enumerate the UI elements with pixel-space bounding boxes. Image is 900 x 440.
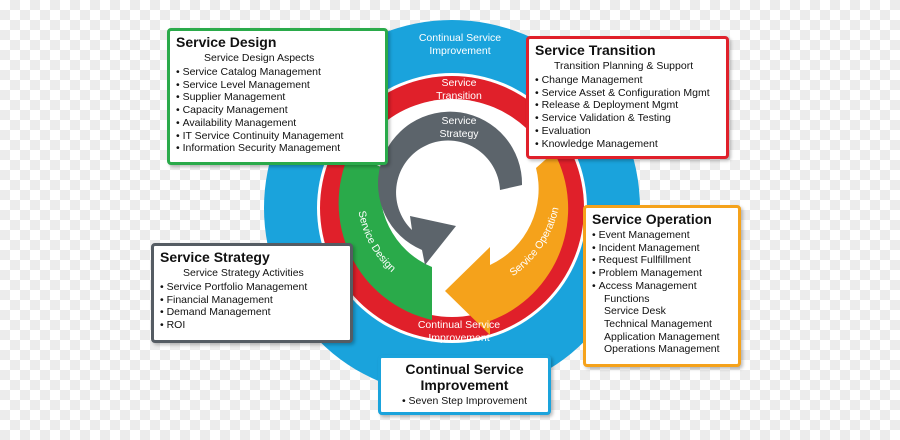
service-operation-arrow — [445, 152, 569, 335]
service-transition-subtitle: Transition Planning & Support — [554, 60, 694, 72]
service-transition-box: Service Transition Transition Planning &… — [526, 36, 729, 159]
list-item: Service Validation & Testing — [535, 112, 720, 125]
service-operation-list: Event Management Incident Management Req… — [592, 229, 732, 356]
service-design-subtitle: Service Design Aspects — [204, 52, 315, 64]
service-strategy-box: Service Strategy Service Strategy Activi… — [151, 243, 353, 343]
list-item: Financial Management — [160, 294, 344, 307]
csi-bottom-label-line1: Continual Service — [418, 319, 500, 331]
list-item: Service Asset & Configuration Mgmt — [535, 87, 720, 100]
list-item: Service Portfolio Management — [160, 281, 344, 294]
csi-title: Continual Service Improvement — [405, 361, 524, 393]
service-transition-list: Change Management Service Asset & Config… — [535, 74, 720, 150]
service-strategy-list: Service Portfolio Management Financial M… — [160, 281, 344, 332]
list-sub-item: Application Management — [604, 330, 720, 343]
list-sub-item: Technical Management — [604, 317, 712, 330]
service-strategy-arrow — [378, 111, 523, 265]
service-design-box: Service Design Service Design Aspects Se… — [167, 28, 388, 165]
list-item: Incident Management — [592, 242, 732, 255]
list-sub-item: Operations Management — [604, 343, 720, 356]
list-item: Access Management — [592, 280, 732, 293]
list-item: Supplier Management — [176, 91, 379, 104]
service-strategy-subtitle: Service Strategy Activities — [183, 267, 304, 279]
csi-list: Seven Step Improvement — [387, 395, 542, 408]
csi-box: Continual Service Improvement Seven Step… — [378, 355, 551, 415]
csi-bottom-label-line2: Improvement — [428, 332, 489, 344]
list-item: Seven Step Improvement — [387, 395, 542, 408]
service-operation-title: Service Operation — [592, 211, 712, 227]
service-strategy-title: Service Strategy — [160, 249, 270, 265]
list-sub-item: Service Desk — [604, 305, 666, 318]
transition-label-line1: Service — [441, 77, 476, 89]
list-item: IT Service Continuity Management — [176, 130, 379, 143]
list-item: Availability Management — [176, 117, 379, 130]
list-sub-item: Functions — [604, 292, 650, 305]
list-item: Change Management — [535, 74, 720, 87]
service-operation-box: Service Operation Event Management Incid… — [583, 205, 741, 367]
csi-top-label-line1: Continual Service — [419, 32, 501, 44]
list-item: Service Level Management — [176, 79, 379, 92]
list-item: Problem Management — [592, 267, 732, 280]
service-design-arrow — [338, 152, 432, 320]
strategy-label-line1: Service — [441, 115, 476, 127]
transition-label-line2: Transition — [436, 90, 482, 102]
service-design-list: Service Catalog Management Service Level… — [176, 66, 379, 155]
service-design-title: Service Design — [176, 34, 277, 50]
strategy-label-line2: Strategy — [439, 128, 479, 140]
list-item: Capacity Management — [176, 104, 379, 117]
list-item: Knowledge Management — [535, 138, 720, 151]
csi-top-label-line2: Improvement — [429, 45, 490, 57]
list-item: Demand Management — [160, 306, 344, 319]
list-item: Request Fullfillment — [592, 254, 732, 267]
list-item: Service Catalog Management — [176, 66, 379, 79]
list-item: Information Security Management — [176, 142, 379, 155]
service-transition-title: Service Transition — [535, 42, 656, 58]
list-item: Release & Deployment Mgmt — [535, 99, 720, 112]
list-item: Evaluation — [535, 125, 720, 138]
list-item: ROI — [160, 319, 344, 332]
list-item: Event Management — [592, 229, 732, 242]
